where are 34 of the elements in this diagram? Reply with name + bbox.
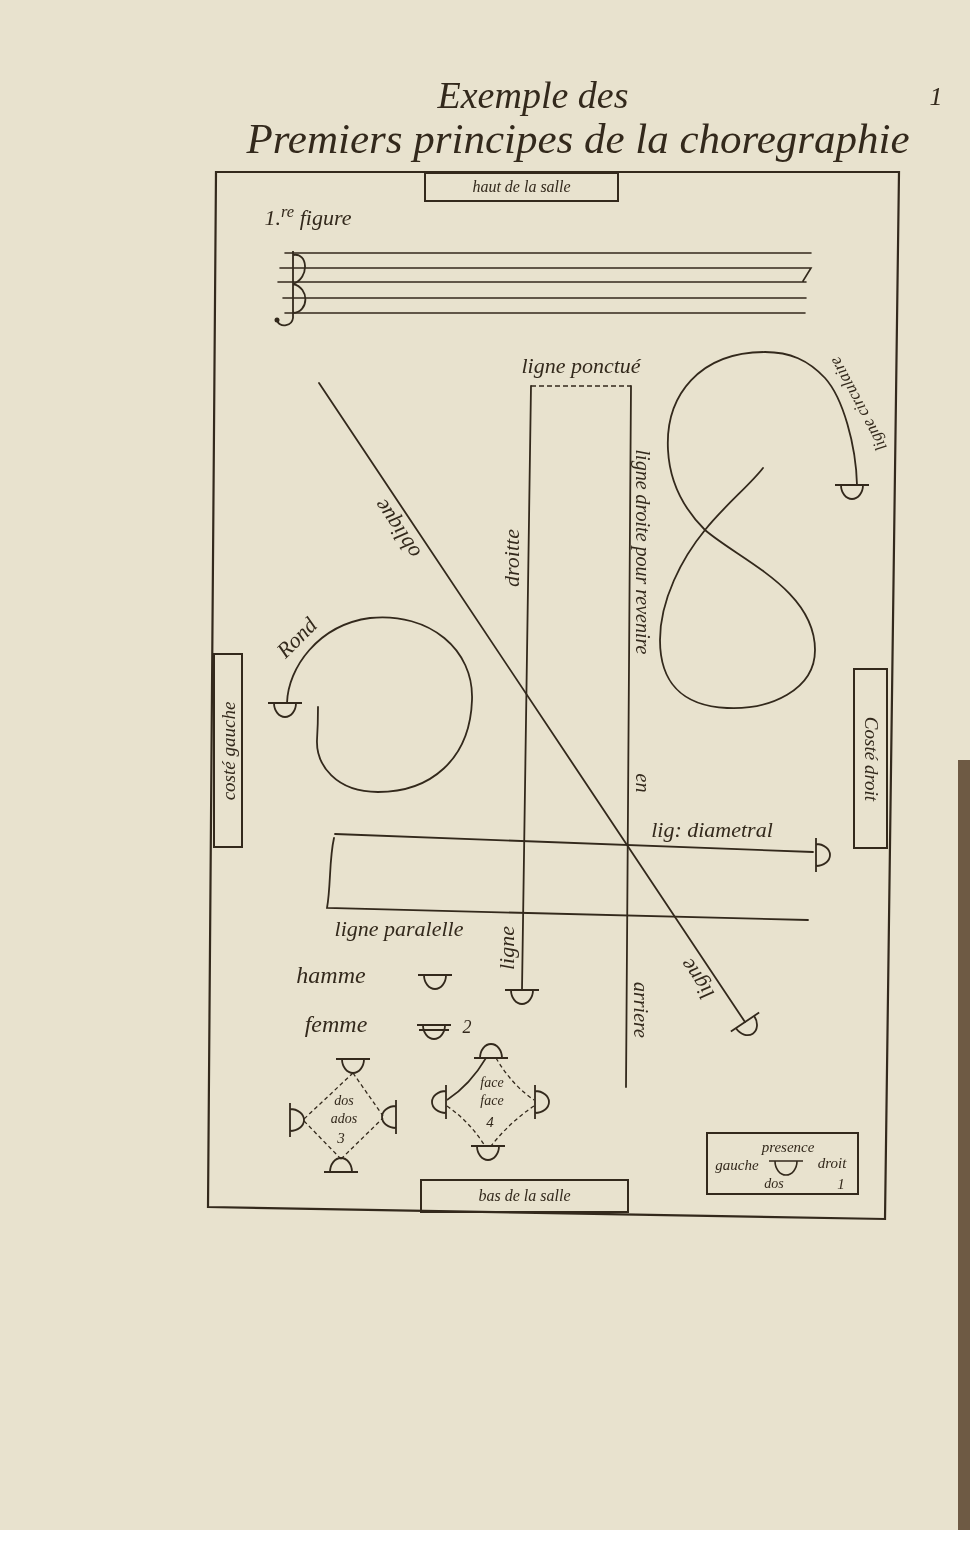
figure-number: 3 (337, 1130, 345, 1146)
line-label: ligne paralelle (334, 918, 464, 940)
line-label: droitte (501, 529, 523, 587)
wall-label: Costé droit (861, 716, 880, 801)
wall-label: costé gauche (218, 701, 238, 800)
wall-label: haut de la salle (472, 179, 571, 195)
room-wall-box (213, 653, 243, 848)
key-label: dos (764, 1177, 784, 1191)
formation-label: dos (334, 1094, 354, 1108)
dancer-label: hamme (296, 963, 366, 987)
room-wall-box (853, 668, 888, 849)
wall-label: bas de la salle (478, 1188, 571, 1204)
key-label: presence (761, 1139, 815, 1155)
room-wall-box (424, 172, 619, 202)
key-label: droit (817, 1155, 847, 1171)
title: Exemple des Premiers principes de la choregraphie (245, 76, 911, 162)
line-label: en (633, 773, 653, 793)
figure-heading: 1.$^{re}$ figure (264, 207, 352, 229)
figure-number: 4 (486, 1114, 494, 1130)
line-label: ligne (496, 926, 518, 970)
orientation-key-box (706, 1132, 859, 1195)
line-label: arriere (631, 982, 651, 1038)
dancer-label: femme (304, 1012, 368, 1036)
line-label: ligne droite pour revenire (633, 449, 653, 655)
formation-label: face (480, 1094, 504, 1108)
figure-number: 2 (462, 1018, 472, 1036)
formation-label: ados (330, 1112, 358, 1126)
room-wall-box (420, 1179, 629, 1213)
key-label: gauche (715, 1157, 759, 1173)
formation-label: face (480, 1076, 504, 1090)
line-label: lig: diametral (651, 819, 773, 841)
page-number: 1 (929, 84, 943, 110)
line-label: ligne ponctué (521, 355, 641, 377)
figure-number: 1 (837, 1176, 845, 1192)
